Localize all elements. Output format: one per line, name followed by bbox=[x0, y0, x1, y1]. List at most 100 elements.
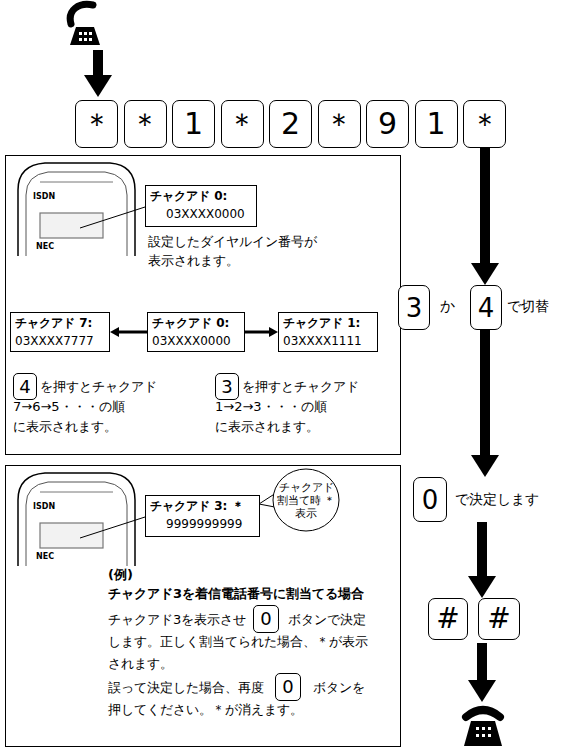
keypad-dot bbox=[476, 727, 479, 730]
display-number: 9999999999 bbox=[166, 517, 242, 532]
display-number: 03XXXX0000 bbox=[152, 334, 231, 349]
key-label: 3 bbox=[406, 295, 423, 321]
leader-line bbox=[80, 517, 145, 538]
phone-inner-outline bbox=[26, 482, 127, 566]
callout-bubble: チャクアド 割当て時 ＊表示 bbox=[272, 468, 340, 532]
key-button: # bbox=[428, 598, 468, 640]
keypad-dot bbox=[476, 734, 479, 737]
phone-screen bbox=[40, 213, 103, 238]
callout-text: チャクアド 割当て時 ＊表示 bbox=[276, 481, 336, 520]
key-label: ＊ bbox=[227, 109, 257, 139]
display-box: チャクアド 0:03XXXX0000 bbox=[147, 312, 245, 352]
phone-base bbox=[70, 27, 100, 45]
keypad-dot bbox=[482, 727, 485, 730]
phone-trim bbox=[40, 492, 113, 493]
arrow-head bbox=[468, 680, 496, 702]
logo-text: ISDN bbox=[33, 502, 55, 512]
key-button: 0 bbox=[275, 673, 301, 701]
keypad-dot bbox=[482, 734, 485, 737]
key-button: ＊ bbox=[221, 100, 264, 148]
keypad-dot bbox=[488, 727, 491, 730]
key-button: ＊ bbox=[75, 100, 118, 148]
bubble-ellipse bbox=[273, 469, 339, 531]
phone-screen bbox=[40, 523, 103, 548]
key-label: 0 bbox=[422, 487, 439, 513]
instruction-text: チャクアド3を表示させ bbox=[108, 609, 258, 631]
logo-text: ISDN bbox=[33, 192, 55, 202]
onhook-phone-icon bbox=[464, 710, 502, 746]
key-label: ＊ bbox=[324, 109, 354, 139]
key-button: ＊ bbox=[463, 100, 506, 148]
keypad-dot bbox=[89, 32, 92, 35]
key-button: 1 bbox=[172, 100, 215, 148]
key-button: 1 bbox=[415, 100, 458, 148]
key-button: 4 bbox=[470, 285, 502, 330]
display-heading: チャクアド 3: ＊ bbox=[150, 499, 244, 514]
arrow-shaft bbox=[477, 643, 487, 681]
key-label: ＊ bbox=[82, 109, 112, 139]
display-number: 03XXXX0000 bbox=[166, 207, 245, 222]
instruction-panel: (例) チャクアド3を着信電話番号に割当てる場合チャクアド3を表示させボタンで決… bbox=[5, 465, 401, 747]
display-heading: チャクアド 0: bbox=[150, 189, 227, 204]
phone-inner-outline bbox=[26, 172, 127, 256]
instruction-text: 誤って決定した場合、再度 bbox=[108, 677, 268, 699]
display-heading: チャクアド 7: bbox=[15, 316, 92, 331]
key-label: 2 bbox=[281, 109, 300, 139]
switch-arrow bbox=[119, 331, 147, 334]
display-box: チャクアド 3: ＊ 9999999999 bbox=[145, 495, 260, 537]
key-button: 9 bbox=[366, 100, 409, 148]
display-number: 03XXXX7777 bbox=[15, 334, 94, 349]
keypad-dot bbox=[79, 38, 82, 41]
handset bbox=[70, 4, 93, 24]
key-button: 0 bbox=[413, 477, 447, 522]
handset bbox=[466, 710, 500, 717]
display-number: 03XXXX1111 bbox=[283, 334, 362, 349]
flow-arrow bbox=[480, 148, 490, 263]
key-button: # bbox=[478, 598, 520, 640]
logo-text: NEC bbox=[36, 552, 54, 562]
key-button: 4 bbox=[13, 373, 37, 400]
keypad-dot bbox=[84, 32, 87, 35]
key-button: ＊ bbox=[318, 100, 361, 148]
key-button: ＊ bbox=[124, 100, 167, 148]
key-label: ＊ bbox=[130, 109, 160, 139]
keypad-dot bbox=[89, 38, 92, 41]
key-label: # bbox=[487, 605, 510, 633]
arrow-head bbox=[84, 75, 112, 97]
switch-arrow bbox=[245, 331, 269, 334]
flow-arrow bbox=[480, 330, 490, 455]
flow-arrow bbox=[477, 522, 487, 576]
step-label: か bbox=[440, 297, 455, 315]
leader-line bbox=[80, 207, 145, 228]
display-box: チャクアド 7: 03XXXX7777 bbox=[10, 312, 110, 352]
step-label: で切替 bbox=[507, 298, 549, 315]
key-label: 4 bbox=[19, 378, 30, 396]
instruction-text: 設定したダイヤルイン番号が 表示されます。 bbox=[148, 232, 323, 270]
start-arrow bbox=[84, 50, 112, 97]
key-label: ＊ bbox=[470, 109, 500, 139]
phone-base bbox=[464, 721, 502, 746]
step-label: で決定します bbox=[455, 491, 539, 508]
display-box: チャクアド 0: 03XXXX0000 bbox=[145, 185, 257, 227]
instruction-text: ボタンを 押してください。＊が消えます。 bbox=[108, 677, 380, 721]
display-box: チャクアド 1: 03XXXX1111 bbox=[278, 312, 378, 352]
key-label: 9 bbox=[378, 109, 397, 139]
key-label: # bbox=[436, 605, 459, 633]
instruction-text: ボタンで決定 します。正しく割当てられた場合、＊が表示 されます。 bbox=[108, 609, 380, 675]
phone-outline bbox=[18, 473, 135, 566]
keypad-dot bbox=[79, 32, 82, 35]
key-label: 4 bbox=[478, 295, 495, 321]
key-button: 3 bbox=[215, 373, 239, 400]
end-arrow bbox=[468, 643, 496, 702]
key-label: 0 bbox=[282, 678, 293, 696]
key-button: 2 bbox=[269, 100, 312, 148]
display-heading: チャクアド 1: bbox=[283, 316, 360, 331]
instruction-panel: 設定したダイヤルイン番号が 表示されます。を押すとチャクアド 7→6→5・・・の… bbox=[5, 155, 401, 455]
telephone-illustration bbox=[18, 473, 145, 566]
edge-group bbox=[119, 148, 485, 576]
key-button: 0 bbox=[253, 605, 279, 633]
phone-outline bbox=[18, 163, 135, 256]
logo-text: NEC bbox=[36, 242, 54, 252]
keypad-dot bbox=[84, 38, 87, 41]
